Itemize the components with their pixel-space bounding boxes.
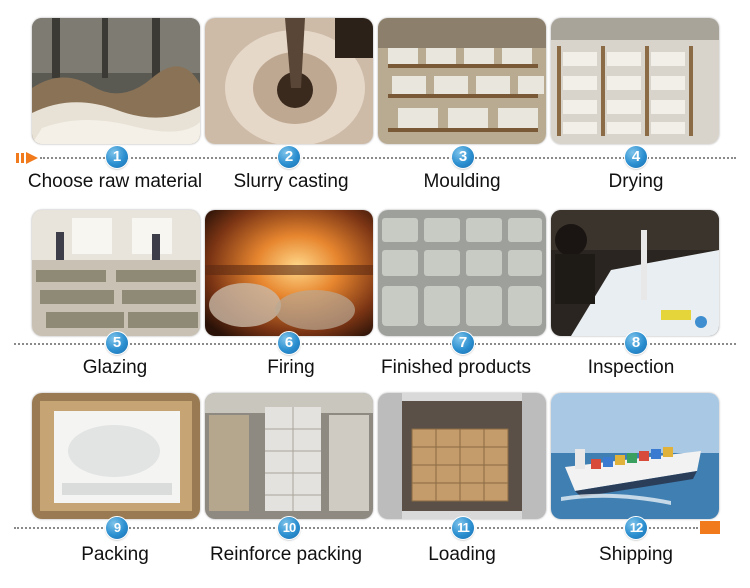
raw-material-photo [32, 18, 200, 144]
timeline-start-arrow-icon [16, 152, 38, 164]
timeline-divider [14, 527, 698, 529]
step-label: Moulding [423, 171, 501, 192]
finished-products-photo [378, 210, 546, 336]
step-number-badge: 8 [625, 332, 647, 354]
step-number-badge: 10 [278, 517, 300, 539]
step-number-badge: 6 [278, 332, 300, 354]
step-label: Choose raw material [27, 171, 203, 192]
firing-photo [205, 210, 373, 336]
timeline-divider [14, 343, 736, 345]
packing-photo [32, 393, 200, 519]
step-label: Inspection [587, 357, 675, 378]
step-label: Glazing [82, 357, 148, 378]
timeline-end-marker [700, 521, 720, 534]
step-number-badge: 2 [278, 146, 300, 168]
step-number-badge: 1 [106, 146, 128, 168]
slurry-casting-photo [205, 18, 373, 144]
step-label: Reinforce packing [209, 544, 363, 565]
step-label: Slurry casting [233, 171, 349, 192]
timeline-divider [40, 157, 736, 159]
step-number-badge: 9 [106, 517, 128, 539]
glazing-photo [32, 210, 200, 336]
step-number-badge: 4 [625, 146, 647, 168]
step-label: Firing [267, 357, 315, 378]
step-number-badge: 5 [106, 332, 128, 354]
step-label: Finished products [381, 357, 531, 378]
step-label: Shipping [599, 544, 673, 565]
reinforce-packing-photo [205, 393, 373, 519]
moulding-photo [378, 18, 546, 144]
step-number-badge: 11 [452, 517, 474, 539]
loading-photo [378, 393, 546, 519]
step-number-badge: 7 [452, 332, 474, 354]
step-number-badge: 12 [625, 517, 647, 539]
step-number-badge: 3 [452, 146, 474, 168]
step-label: Packing [81, 544, 149, 565]
inspection-photo [551, 210, 719, 336]
shipping-photo [551, 393, 719, 519]
step-label: Loading [428, 544, 496, 565]
drying-photo [551, 18, 719, 144]
step-label: Drying [608, 171, 664, 192]
